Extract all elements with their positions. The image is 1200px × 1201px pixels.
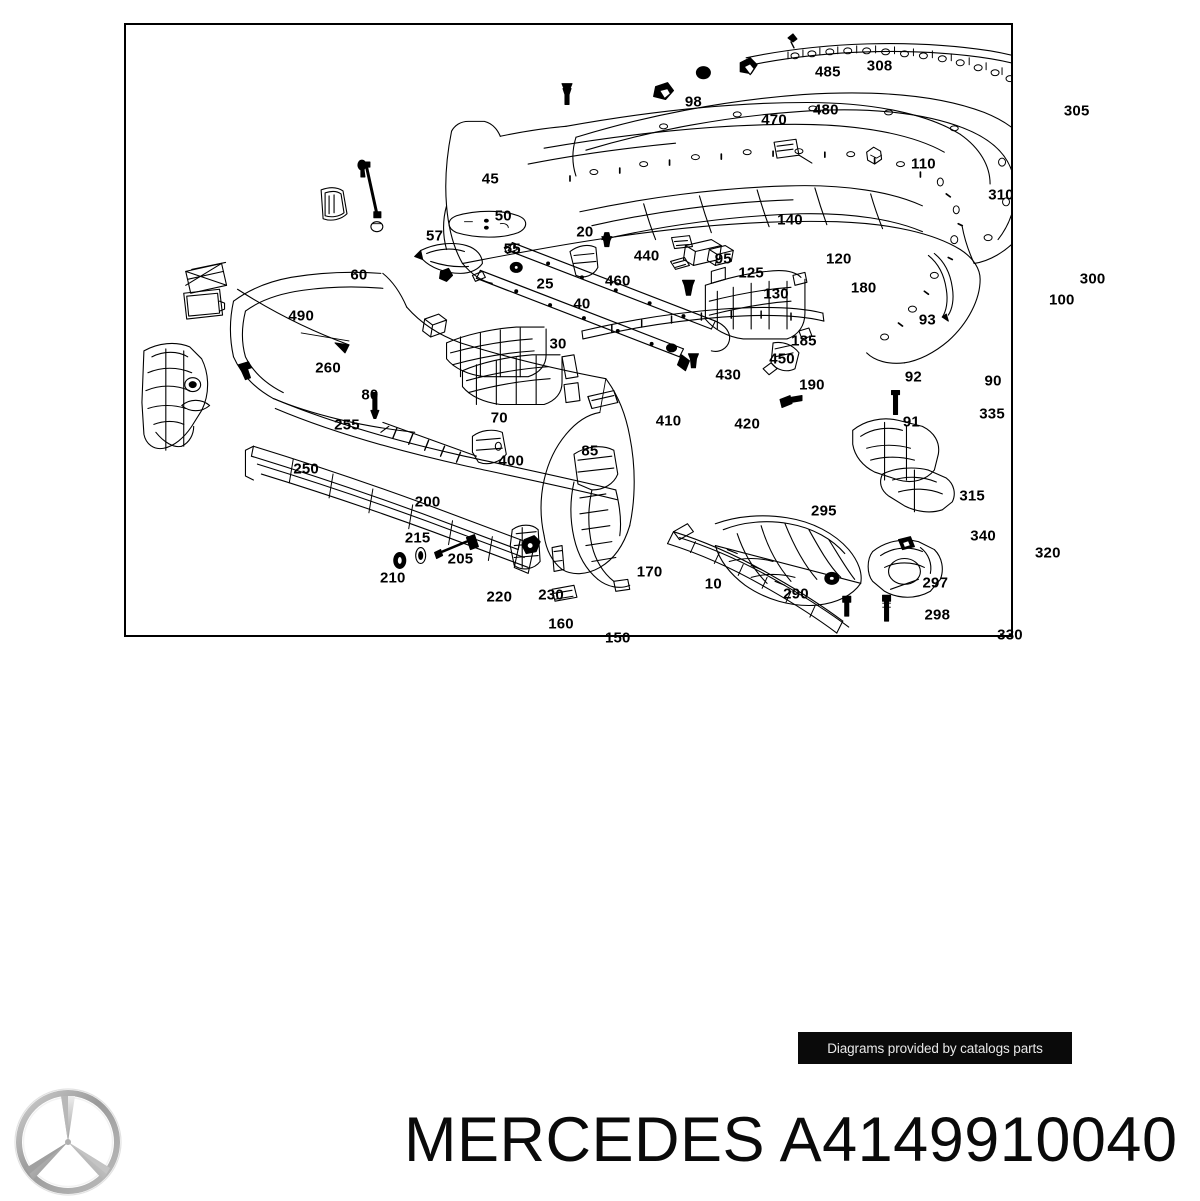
part-callout-298: 298 [924, 606, 951, 624]
part-callout-480: 480 [813, 101, 839, 119]
part-callout-60: 60 [350, 266, 368, 284]
part-callout-200: 200 [414, 493, 441, 511]
exploded-parts-illustration [141, 33, 1011, 634]
part-callout-170: 170 [636, 563, 663, 581]
part-callout-300: 300 [1079, 270, 1106, 288]
watermark-text: Diagrams provided by catalogs parts [827, 1040, 1043, 1056]
part-callout-93: 93 [918, 311, 936, 329]
part-callout-10: 10 [704, 575, 722, 593]
part-callout-255: 255 [334, 416, 360, 434]
part-callout-160: 160 [548, 615, 574, 633]
part-callout-297: 297 [922, 574, 949, 592]
part-callout-460: 460 [604, 272, 631, 290]
part-callout-335: 335 [979, 405, 1005, 423]
part-callout-20: 20 [576, 223, 594, 241]
part-callout-410: 410 [655, 412, 682, 430]
part-callout-320: 320 [1035, 544, 1061, 562]
part-callout-490: 490 [288, 307, 315, 325]
part-callout-315: 315 [959, 487, 985, 505]
part-callout-98: 98 [684, 93, 702, 111]
part-callout-210: 210 [379, 569, 406, 587]
part-callout-85: 85 [581, 442, 599, 460]
part-callout-45: 45 [481, 170, 499, 188]
part-callout-25: 25 [536, 275, 554, 293]
part-callout-440: 440 [633, 247, 660, 265]
part-callout-305: 305 [1063, 102, 1090, 120]
part-callout-430: 430 [715, 366, 742, 384]
part-callout-140: 140 [777, 211, 803, 229]
part-callout-30: 30 [549, 335, 567, 353]
footer-part-title: MERCEDES A4149910040 [404, 1105, 1178, 1175]
parts-diagram-frame: 485 308 305 98 470 480 110 310 45 50 57 55 20 140 95 44… [124, 23, 1105, 645]
part-callout-150: 150 [604, 629, 631, 647]
part-callout-90: 90 [984, 372, 1002, 390]
part-callout-100: 100 [1048, 291, 1075, 309]
part-callout-230: 230 [538, 586, 564, 604]
part-callout-470: 470 [761, 111, 787, 129]
part-callout-485: 485 [814, 63, 841, 81]
part-callout-125: 125 [738, 264, 764, 282]
part-callout-220: 220 [486, 588, 513, 606]
part-callout-420: 420 [734, 415, 761, 433]
part-callout-295: 295 [811, 502, 837, 520]
part-callout-215: 215 [404, 529, 431, 547]
part-callout-180: 180 [850, 279, 877, 297]
part-callout-91: 91 [902, 413, 920, 431]
part-callout-120: 120 [825, 250, 852, 268]
part-callout-260: 260 [315, 359, 341, 377]
part-callout-92: 92 [904, 368, 922, 386]
part-callout-450: 450 [769, 350, 795, 368]
catalog-watermark: Diagrams provided by catalogs parts [798, 1032, 1072, 1064]
part-callout-310: 310 [988, 186, 1014, 204]
part-callout-190: 190 [799, 376, 825, 394]
part-callout-290: 290 [783, 585, 809, 603]
part-callout-340: 340 [970, 527, 996, 545]
part-callout-110: 110 [910, 155, 936, 173]
part-callout-185: 185 [791, 332, 817, 350]
part-callout-308: 308 [866, 57, 893, 75]
part-callout-70: 70 [490, 409, 508, 427]
part-callout-330: 330 [997, 626, 1023, 644]
part-callout-80: 80 [361, 386, 379, 404]
part-callout-205: 205 [447, 550, 474, 568]
part-callout-400: 400 [498, 452, 525, 470]
part-callout-250: 250 [293, 460, 319, 478]
part-callout-57: 57 [426, 227, 444, 245]
part-callout-40: 40 [573, 295, 591, 313]
part-callout-130: 130 [763, 285, 789, 303]
part-callout-55: 55 [503, 240, 521, 258]
part-callout-95: 95 [714, 250, 732, 268]
part-callout-50: 50 [494, 207, 512, 225]
mercedes-star-logo [14, 1088, 122, 1196]
